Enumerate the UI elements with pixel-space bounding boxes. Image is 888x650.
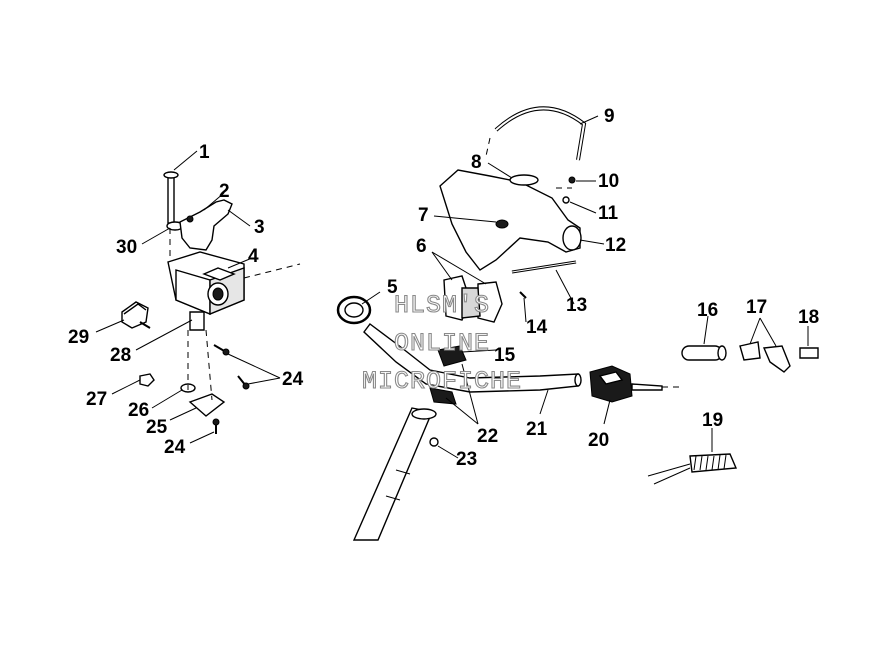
callout-2: 2 (219, 181, 230, 202)
callout-labels: 1 2 3 4 5 6 7 8 9 10 11 12 13 14 15 16 1… (68, 106, 819, 470)
watermark-line-3: MICROFICHE (362, 367, 522, 396)
part-1-pin (163, 171, 179, 224)
watermark-line-1: HLSM'S (394, 291, 490, 320)
part-12-handlebar-pad (439, 169, 582, 271)
steering-column (352, 407, 437, 541)
callout-5: 5 (387, 277, 398, 298)
watermark-line-2: ONLINE (394, 329, 490, 358)
part-25-cover (188, 393, 226, 417)
callout-10: 10 (598, 171, 619, 192)
part-28-bracket (189, 311, 205, 331)
callout-25: 25 (146, 417, 168, 438)
callout-21: 21 (526, 419, 548, 440)
part-27-nut (139, 373, 155, 387)
part-11-nut (562, 196, 570, 204)
part-18-bolt (799, 347, 819, 359)
part-23-nut (429, 437, 439, 447)
throttle-assembly (121, 171, 301, 434)
callout-24-upper: 24 (282, 369, 304, 390)
part-15-clamp (437, 345, 467, 367)
part-5-bushing (336, 295, 372, 325)
part-10-nut (568, 176, 576, 184)
part-2-retainer (186, 215, 194, 223)
callout-6: 6 (416, 236, 427, 257)
callout-13: 13 (566, 295, 587, 316)
callout-28: 28 (110, 345, 131, 366)
part-17-grip-ends (739, 341, 791, 373)
callout-17: 17 (746, 297, 767, 318)
part-4-throttle-housing (167, 251, 245, 316)
callout-19: 19 (702, 410, 723, 431)
callout-1: 1 (199, 142, 210, 163)
callout-26: 26 (128, 400, 149, 421)
part-3-throttle-lever (179, 199, 233, 251)
leader-lines (95, 115, 809, 459)
part-20-switch-housing (589, 365, 680, 403)
controls-right (589, 341, 819, 485)
callout-9: 9 (604, 106, 615, 127)
part-8-insert (509, 174, 539, 186)
callout-30: 30 (116, 237, 137, 258)
callout-11: 11 (598, 203, 619, 224)
callout-15: 15 (494, 345, 516, 366)
callout-20: 20 (588, 430, 609, 451)
callout-29: 29 (68, 327, 89, 348)
callout-24-lower: 24 (164, 437, 186, 458)
watermark: HLSM'S ONLINE MICROFICHE (361, 290, 522, 396)
callout-27: 27 (86, 389, 107, 410)
callout-14: 14 (526, 317, 548, 338)
handlebar-assembly (336, 106, 587, 541)
part-29-clamp (121, 301, 151, 329)
callout-22: 22 (477, 426, 498, 447)
callout-8: 8 (471, 152, 482, 173)
callout-3: 3 (254, 217, 265, 238)
callout-4: 4 (248, 246, 259, 267)
part-6-bar-clamps (443, 275, 503, 323)
callout-12: 12 (605, 235, 626, 256)
callout-7: 7 (418, 205, 429, 226)
part-19-harness (647, 453, 738, 485)
part-16-grip (681, 345, 727, 361)
callout-18: 18 (798, 307, 819, 328)
callout-16: 16 (697, 300, 718, 321)
part-22-clamp (429, 387, 457, 405)
callout-23: 23 (456, 449, 477, 470)
part-21-handlebar (363, 323, 582, 393)
